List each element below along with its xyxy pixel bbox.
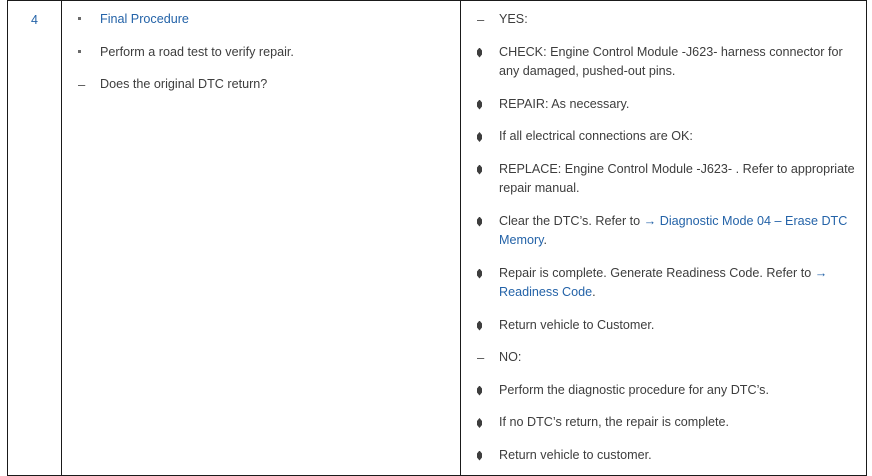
diamond-bullet-icon	[477, 127, 493, 142]
diamond-bullet-icon	[477, 264, 493, 279]
list-item: Clear the DTC’s. Refer to → Diagnostic M…	[471, 212, 856, 251]
final-procedure-link[interactable]: Final Procedure	[100, 12, 189, 26]
list-item: Final Procedure	[72, 10, 450, 30]
square-dot-bullet-icon	[78, 43, 94, 63]
step-number: 4	[31, 13, 38, 27]
result-item-text: Return vehicle to Customer.	[499, 317, 655, 332]
result-item-text-before: Clear the DTC’s. Refer to	[499, 213, 644, 228]
diamond-bullet-icon	[477, 316, 493, 331]
list-item: If all electrical connections are OK:	[471, 127, 856, 147]
list-item: Return vehicle to customer.	[471, 446, 856, 466]
list-item: YES:	[471, 10, 856, 30]
step-number-cell: 4	[7, 0, 62, 476]
test-item-text: Does the original DTC return?	[100, 77, 268, 91]
result-item-text: REPAIR: As necessary.	[499, 96, 630, 111]
result-item-text: Return vehicle to customer.	[499, 447, 652, 462]
en-dash-bullet-icon	[78, 75, 94, 96]
table-row: 4 Final Procedure Perfor	[7, 0, 867, 476]
result-item-text: REPLACE: Engine Control Module -J623- . …	[499, 161, 855, 196]
diamond-bullet-icon	[477, 160, 493, 175]
list-item: If no DTC’s return, the repair is comple…	[471, 413, 856, 433]
test-condition-cell: Final Procedure Perform a road test to v…	[61, 0, 461, 476]
result-item-text: If all electrical connections are OK:	[499, 129, 693, 143]
result-item-text-after: .	[592, 285, 596, 299]
diamond-bullet-icon	[477, 381, 493, 396]
en-dash-bullet-icon	[477, 348, 493, 369]
list-item: NO:	[471, 348, 856, 368]
list-item: Does the original DTC return?	[72, 75, 450, 95]
result-item-text-before: Repair is complete. Generate Readiness C…	[499, 265, 815, 280]
list-item: REPAIR: As necessary.	[471, 95, 856, 115]
test-item-list: Final Procedure Perform a road test to v…	[72, 10, 450, 95]
result-item-text: Perform the diagnostic procedure for any…	[499, 382, 769, 397]
diamond-bullet-icon	[477, 95, 493, 110]
list-item: Return vehicle to Customer.	[471, 316, 856, 336]
test-item-text: Perform a road test to verify repair.	[100, 44, 294, 59]
diamond-bullet-icon	[477, 446, 493, 461]
diamond-bullet-icon	[477, 413, 493, 428]
readiness-code-link[interactable]: → Readiness Code	[499, 265, 828, 300]
result-item-text: If no DTC’s return, the repair is comple…	[499, 415, 730, 429]
diagnostic-procedure-table: 4 Final Procedure Perfor	[7, 0, 867, 476]
result-item-text: CHECK: Engine Control Module -J623- harn…	[499, 44, 843, 79]
diamond-bullet-icon	[477, 212, 493, 227]
en-dash-bullet-icon	[477, 10, 493, 31]
list-item: Perform a road test to verify repair.	[72, 43, 450, 63]
list-item: CHECK: Engine Control Module -J623- harn…	[471, 43, 856, 82]
list-item: REPLACE: Engine Control Module -J623- . …	[471, 160, 856, 199]
result-action-cell: YES: CHECK: Engine Control Module -J623-…	[460, 0, 867, 476]
result-item-text-after: .	[543, 233, 548, 247]
list-item: Perform the diagnostic procedure for any…	[471, 381, 856, 401]
diamond-bullet-icon	[477, 43, 493, 58]
page-root: 4 Final Procedure Perfor	[0, 0, 872, 462]
result-item-list: YES: CHECK: Engine Control Module -J623-…	[471, 10, 856, 465]
result-item-text: YES:	[499, 12, 528, 26]
result-item-text: NO:	[499, 350, 522, 364]
list-item: Repair is complete. Generate Readiness C…	[471, 264, 856, 303]
square-dot-bullet-icon	[78, 10, 94, 30]
diagnostic-mode-04-erase-dtc-memory-link[interactable]: → Diagnostic Mode 04 – Erase DTC Memory	[499, 213, 848, 248]
